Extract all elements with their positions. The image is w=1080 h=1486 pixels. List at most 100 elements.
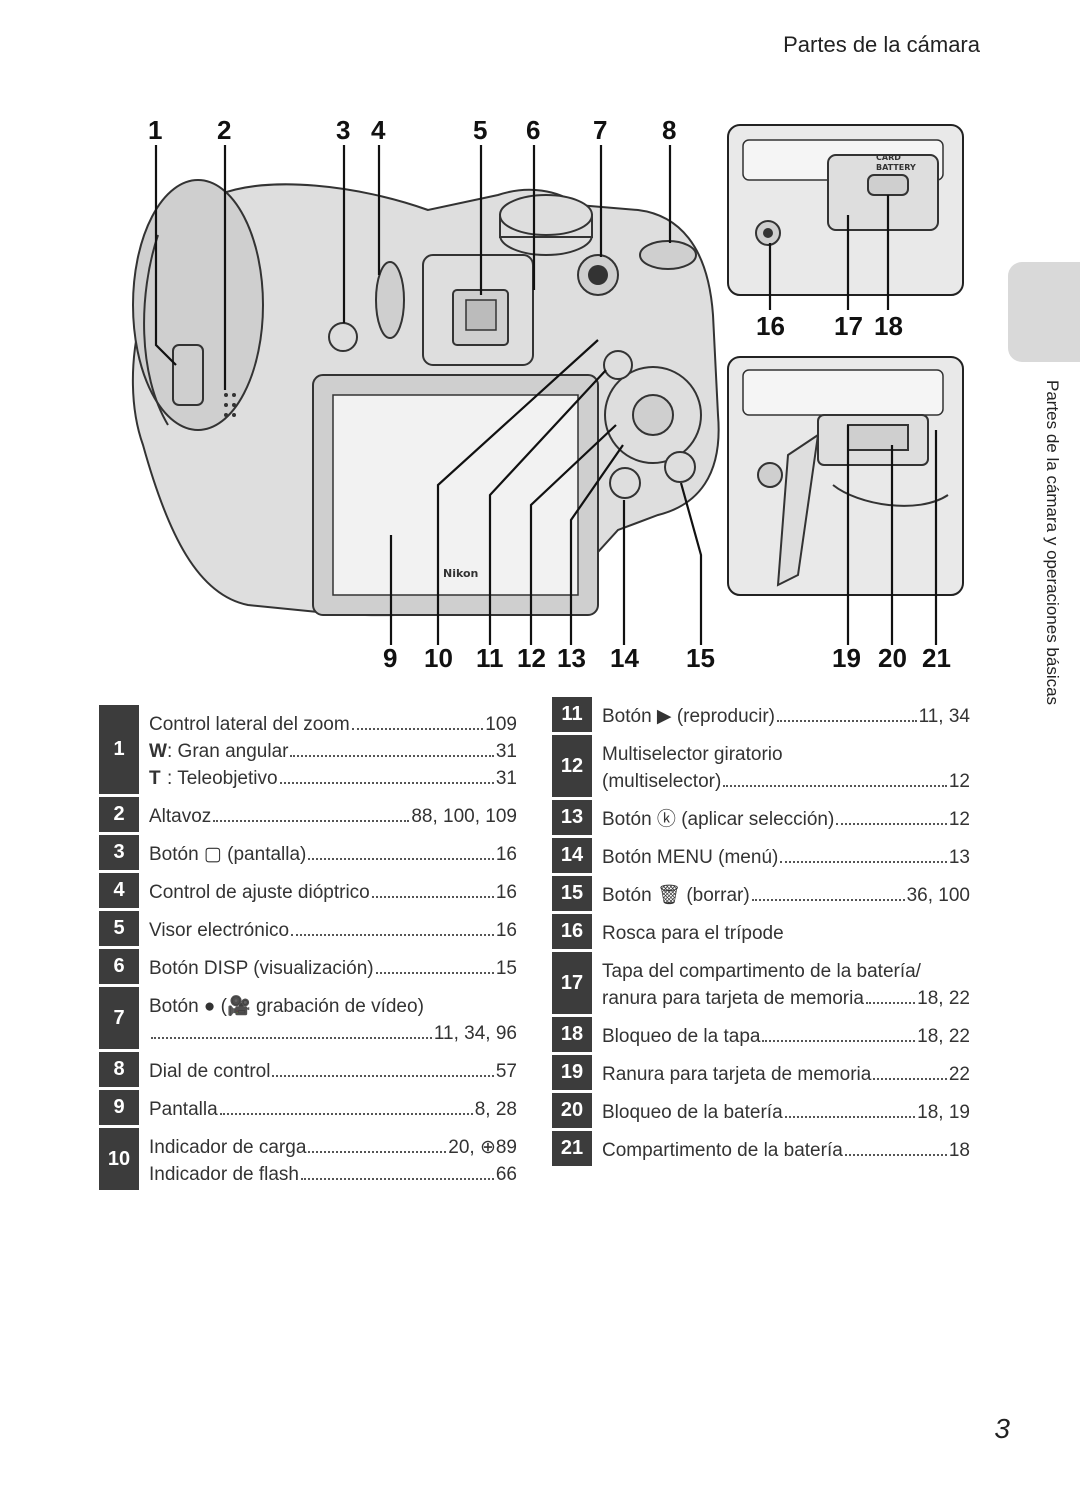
legend-row: 16 Rosca para el trípode — [552, 914, 970, 952]
callout-21: 21 — [922, 643, 951, 673]
legend-row: 11 Botón ▶ (reproducir) 11, 34 — [552, 697, 970, 735]
legend-text: Indicador de flash — [149, 1164, 299, 1185]
legend-text: Tapa del compartimento de la batería/ — [602, 961, 921, 982]
page-reference: 16 — [495, 920, 517, 941]
page-reference: 16 — [495, 844, 517, 865]
legend-description: Rosca para el trípode — [592, 914, 970, 949]
legend-description: Multiselector giratorio(multiselector)12 — [592, 735, 970, 797]
camera-illustration: Nikon — [131, 124, 964, 645]
battery-cover-closed-inset: CARD BATTERY — [727, 124, 964, 296]
legend-description: Botón ⓚ (aplicar selección)12 — [592, 800, 970, 835]
callout-9: 9 — [383, 643, 398, 673]
legend-text: Botón ▶ (reproducir) — [602, 706, 776, 727]
dot-leader — [219, 1113, 473, 1115]
dot-leader — [751, 899, 905, 901]
callout-20: 20 — [878, 643, 907, 673]
dot-leader — [784, 1116, 916, 1118]
legend-line: Tapa del compartimento de la batería/ — [602, 956, 970, 983]
callout-2: 2 — [217, 115, 232, 145]
callout-4: 4 — [371, 115, 386, 145]
legend-text: Botón ⓚ (aplicar selección) — [602, 809, 835, 830]
callout-6: 6 — [526, 115, 541, 145]
zoom-symbol: T — [149, 768, 161, 789]
callout-16: 16 — [756, 311, 785, 341]
callout-leader-lines — [154, 145, 938, 645]
legend-line: Botón DISP (visualización)15 — [149, 953, 517, 980]
dot-leader — [873, 1078, 947, 1080]
legend-text: Control lateral del zoom — [149, 714, 350, 735]
legend-description: Tapa del compartimento de la batería/ran… — [592, 952, 970, 1014]
legend-number: 15 — [552, 876, 592, 911]
legend-number: 5 — [99, 911, 139, 946]
dot-leader — [836, 823, 947, 825]
legend-number: 16 — [552, 914, 592, 949]
page-reference: 57 — [495, 1061, 517, 1082]
page-reference: 31 — [495, 768, 517, 789]
legend-number: 6 — [99, 949, 139, 984]
legend-line: Botón MENU (menú) 13 — [602, 842, 970, 869]
legend-line: (multiselector)12 — [602, 766, 970, 793]
callout-1: 1 — [148, 115, 163, 145]
dot-leader — [272, 1075, 494, 1077]
legend-text: Visor electrónico — [149, 920, 290, 941]
legend-number: 11 — [552, 697, 592, 732]
legend-description: Botón 🗑 (borrar)36, 100 — [592, 876, 970, 911]
legend-description: Botón DISP (visualización)15 — [139, 949, 517, 984]
camera-body-back-view: Nikon — [131, 179, 720, 617]
card-label-text: CARD — [876, 153, 901, 162]
dot-leader — [151, 1037, 432, 1039]
page-reference: 15 — [495, 958, 517, 979]
legend-number: 14 — [552, 838, 592, 873]
legend-number: 2 — [99, 797, 139, 832]
callout-15: 15 — [686, 643, 715, 673]
chapter-tab — [1008, 262, 1080, 362]
legend-text: Ranura para tarjeta de memoria — [602, 1064, 872, 1085]
legend-description: Visor electrónico 16 — [139, 911, 517, 946]
legend-text: Botón MENU (menú) — [602, 847, 779, 868]
zoom-symbol: W — [149, 741, 167, 762]
page-reference: 13 — [948, 847, 970, 868]
legend-number: 10 — [99, 1128, 139, 1190]
legend-row: 14 Botón MENU (menú) 13 — [552, 838, 970, 876]
dot-leader — [762, 1040, 916, 1042]
legend-number: 1 — [99, 705, 139, 794]
legend-text: Bloqueo de la batería — [602, 1102, 783, 1123]
callout-19: 19 — [832, 643, 861, 673]
callout-17: 17 — [834, 311, 863, 341]
legend-number: 19 — [552, 1055, 592, 1090]
legend-number: 4 — [99, 873, 139, 908]
legend-text: Rosca para el trípode — [602, 923, 784, 944]
legend-description: Botón MENU (menú) 13 — [592, 838, 970, 873]
dot-leader — [290, 755, 494, 757]
page-reference: 11, 34 — [918, 706, 970, 727]
page-reference: 20, ⊕89 — [448, 1137, 517, 1158]
legend-line: Visor electrónico 16 — [149, 915, 517, 942]
legend-number: 12 — [552, 735, 592, 797]
dot-leader — [865, 1002, 916, 1004]
page-header-title: Partes de la cámara — [783, 32, 980, 57]
legend-text: : Gran angular — [167, 741, 289, 762]
dot-leader — [777, 720, 917, 722]
legend-line: Botón ● (🎥 grabación de vídeo) — [149, 991, 517, 1018]
legend-number: 9 — [99, 1090, 139, 1125]
